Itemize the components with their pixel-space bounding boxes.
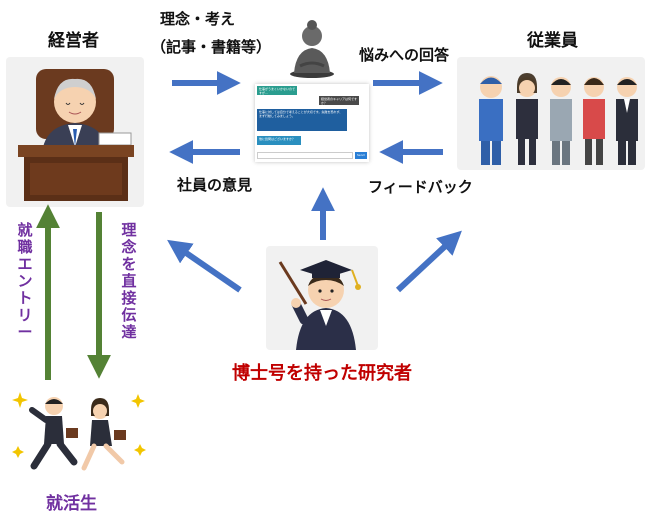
chat-window: 仕事がうまくいかないのですが… 経営者のキャリアは何ですか？ 仕事に対しては自分… [255,84,369,162]
chat-bubble-4: 他に質問はございますか？ [257,136,301,145]
philosophy-label-line1: 理念・考え [160,10,236,28]
manager-label: 経営者 [48,31,99,51]
manager-illustration [6,57,144,207]
direct-philosophy-label: 理念を直接伝達 [121,221,137,341]
chat-bubble-3: 仕事に対しては自分で考えることが大切です。失敗を恐れず、まず行動してみましょう。 [257,109,347,131]
buddha-statue-icon [290,20,334,78]
manager-icon [18,69,134,201]
arrow-researcher-to-manager [167,239,242,293]
feedback-label: フィードバック [368,178,473,196]
researcher-illustration [266,246,378,350]
employees-icon [479,73,638,165]
researcher-label: 博士号を持った研究者 [232,363,412,384]
employee-opinion-label: 社員の意見 [177,176,253,194]
chat-input[interactable] [257,152,353,159]
answers-label: 悩みへの回答 [359,46,450,64]
employees-label: 従業員 [527,31,578,51]
job-seekers-icon [12,392,146,471]
employees-illustration [457,57,645,170]
philosophy-label-line2: （記事・書籍等） [151,38,272,56]
chat-send-button[interactable]: Send [355,152,367,159]
researcher-icon [278,260,361,350]
chat-bubble-1: 仕事がうまくいかないのですが… [257,86,297,95]
arrow-researcher-to-employees [395,230,462,293]
job-seekers-label: 就活生 [46,494,97,514]
chat-bubble-2: 経営者のキャリアは何ですか？ [319,96,359,105]
job-entry-label: 就職エントリー [17,221,33,341]
